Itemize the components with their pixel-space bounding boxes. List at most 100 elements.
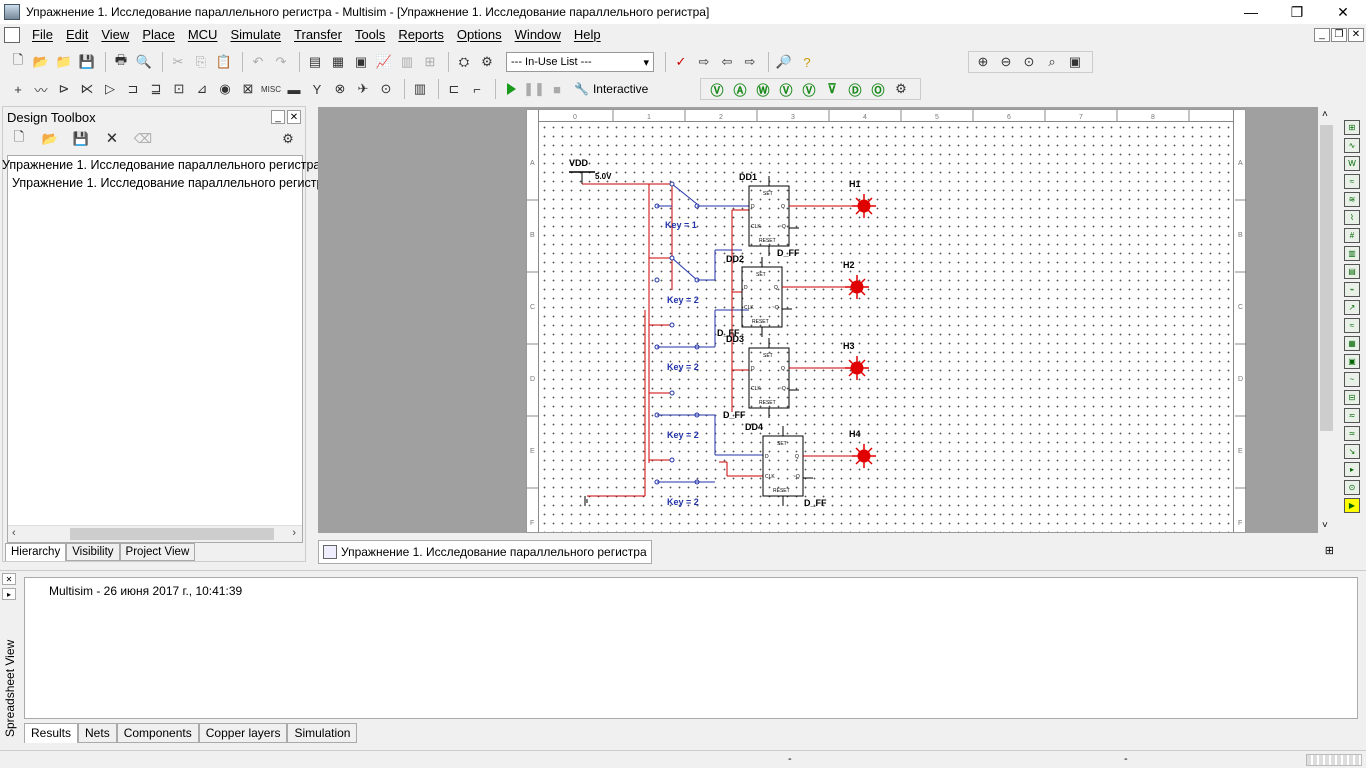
current-probe-icon[interactable]: Ⓐ xyxy=(733,82,747,98)
tab-nets[interactable]: Nets xyxy=(78,723,117,743)
schematic-sheet[interactable]: 0 1 2 3 4 5 6 7 8 A B C D E F A B C D E xyxy=(526,109,1247,533)
ni-components-icon[interactable]: ✈ xyxy=(357,81,369,96)
mixed-icon[interactable]: ⊿ xyxy=(196,81,208,96)
run-icon[interactable] xyxy=(501,79,521,99)
toolbox-minimize-button[interactable]: _ xyxy=(271,110,285,124)
database-manager-icon[interactable]: ▣ xyxy=(354,54,368,69)
tab-copper-layers[interactable]: Copper layers xyxy=(198,723,288,743)
menu-view[interactable]: View xyxy=(101,27,130,42)
erc-check-icon[interactable]: ✓ xyxy=(675,54,687,69)
document-icon[interactable] xyxy=(4,27,20,43)
current-clamp-icon[interactable]: ⊙ xyxy=(1344,480,1360,495)
tree-item-sheet[interactable]: Упражнение 1. Исследование параллельного… xyxy=(12,176,324,190)
digital-probe-icon[interactable]: Ⓓ xyxy=(848,82,862,98)
tab-visibility[interactable]: Visibility xyxy=(66,543,120,561)
redo-icon[interactable]: ↷ xyxy=(275,54,287,69)
spectrum-analyzer-icon[interactable]: ▦ xyxy=(1344,336,1360,351)
full-screen-icon[interactable]: ▣ xyxy=(1068,54,1082,69)
paste-icon[interactable]: 📋 xyxy=(215,54,233,69)
agilent-multimeter-icon[interactable]: ⊟ xyxy=(1344,390,1360,405)
ttl-icon[interactable]: ⊐ xyxy=(127,81,139,96)
schematic-workspace[interactable]: 0 1 2 3 4 5 6 7 8 A B C D E F A B C D E xyxy=(318,107,1318,533)
menu-simulate[interactable]: Simulate xyxy=(230,27,282,42)
zoom-out-icon[interactable]: ⊖ xyxy=(1000,54,1012,69)
menu-tools[interactable]: Tools xyxy=(354,27,386,42)
power-probe-icon[interactable]: Ⓦ xyxy=(756,82,770,98)
save-icon[interactable]: 💾 xyxy=(78,54,96,69)
four-channel-oscilloscope-icon[interactable]: ≋ xyxy=(1344,192,1360,207)
analog-icon[interactable]: ▷ xyxy=(105,81,115,96)
tab-simulation[interactable]: Simulation xyxy=(287,723,358,743)
find-icon[interactable]: 🔎 xyxy=(775,54,793,69)
zoom-in-icon[interactable]: ⊕ xyxy=(977,54,989,69)
tab-project-view[interactable]: Project View xyxy=(119,543,196,561)
menu-transfer[interactable]: Transfer xyxy=(294,27,342,42)
close-button[interactable]: ✕ xyxy=(1337,3,1349,20)
logic-converter-icon[interactable]: ▤ xyxy=(1344,264,1360,279)
rf-icon[interactable]: Y xyxy=(312,81,322,97)
tab-schematic[interactable]: Упражнение 1. Исследование параллельного… xyxy=(318,540,652,564)
minimize-button[interactable]: — xyxy=(1244,4,1258,20)
toggle-toolbox-icon[interactable]: ▤ xyxy=(308,54,322,69)
properties-icon[interactable]: ⚙ xyxy=(282,131,294,146)
diode-icon[interactable]: ⊳ xyxy=(58,81,70,96)
menu-window[interactable]: Window xyxy=(514,27,561,42)
logic-analyzer-icon[interactable]: ⌁ xyxy=(1344,282,1360,297)
voltage-probe-icon[interactable]: Ⓥ xyxy=(710,82,724,98)
workspace-vertical-scrollbar[interactable]: ˄ ˅ xyxy=(1318,107,1335,533)
new-sheet-icon[interactable]: 🗋 xyxy=(13,129,25,144)
electromechanical-icon[interactable]: ⊗ xyxy=(334,81,346,96)
scroll-thumb[interactable] xyxy=(70,528,274,540)
menu-help[interactable]: Help xyxy=(573,27,601,42)
transfer-to-ultiboard-icon[interactable]: ⇨ xyxy=(698,54,710,69)
scroll-left-icon[interactable]: ‹ xyxy=(12,527,16,539)
cut-icon[interactable]: ✂ xyxy=(172,54,184,69)
undo-icon[interactable]: ↶ xyxy=(252,54,264,69)
erc-icon[interactable]: ⊞ xyxy=(424,54,436,69)
multimeter-icon[interactable]: ⊞ xyxy=(1344,120,1360,135)
wattmeter-icon[interactable]: W xyxy=(1344,156,1360,171)
scroll-right-icon[interactable]: › xyxy=(292,527,296,539)
postprocessor-icon[interactable]: ▥ xyxy=(400,54,414,69)
mdi-restore-button[interactable]: ❐ xyxy=(1331,28,1347,42)
forward-annotate-icon[interactable]: ⇨ xyxy=(744,54,756,69)
reference-probe-icon[interactable]: ⊽ xyxy=(827,81,837,96)
bode-plotter-icon[interactable]: ⌇ xyxy=(1344,210,1360,225)
oscilloscope-icon[interactable]: ≈ xyxy=(1344,174,1360,189)
tree-horizontal-scrollbar[interactable]: ‹ › xyxy=(8,525,302,542)
menu-edit[interactable]: Edit xyxy=(65,27,89,42)
save-design-icon[interactable]: 💾 xyxy=(72,131,90,146)
measurement-probe-icon[interactable]: ↘ xyxy=(1344,444,1360,459)
cmos-icon[interactable]: ⊒ xyxy=(150,81,162,96)
agilent-oscilloscope-icon[interactable]: ≂ xyxy=(1344,408,1360,423)
mcu-icon[interactable]: ▥ xyxy=(413,81,427,96)
print-icon[interactable]: 🖶 xyxy=(114,52,128,67)
new-file-icon[interactable]: 🗋 xyxy=(12,52,24,67)
differential-probe-icon[interactable]: Ⓥ xyxy=(779,82,793,98)
grapher-icon[interactable]: 📈 xyxy=(375,54,393,69)
scroll-up-icon[interactable]: ˄ xyxy=(1322,109,1328,120)
open-design-icon[interactable]: 📂 xyxy=(41,131,59,146)
menu-options[interactable]: Options xyxy=(456,27,502,42)
workspace-scroll-thumb[interactable] xyxy=(1320,125,1333,431)
maximize-button[interactable]: ❐ xyxy=(1290,3,1304,20)
peripherals-icon[interactable]: ▬ xyxy=(287,81,301,97)
elvis-instrument-icon[interactable]: ▶ xyxy=(1344,498,1360,513)
settings-icon[interactable]: ⚙ xyxy=(895,81,907,96)
transistor-icon[interactable]: ⋉ xyxy=(80,81,94,96)
zoom-area-icon[interactable]: ⊙ xyxy=(1023,54,1035,69)
agilent-generator-icon[interactable]: ~ xyxy=(1344,372,1360,387)
indicator-icon[interactable]: ◉ xyxy=(219,81,231,96)
labview-instrument-icon[interactable]: ▸ xyxy=(1344,462,1360,477)
menu-file[interactable]: File xyxy=(32,27,53,42)
menu-place[interactable]: Place xyxy=(142,27,175,42)
frequency-counter-icon[interactable]: # xyxy=(1344,228,1360,243)
toolbox-close-button[interactable]: ✕ xyxy=(287,110,301,124)
backannotate-icon[interactable]: ⇦ xyxy=(721,54,733,69)
help-icon[interactable]: ? xyxy=(803,54,811,70)
menu-mcu[interactable]: MCU xyxy=(187,27,218,42)
open-folder-icon[interactable]: 📂 xyxy=(32,54,50,69)
tektronix-oscilloscope-icon[interactable]: ≃ xyxy=(1344,426,1360,441)
power-icon[interactable]: ⊠ xyxy=(242,81,254,96)
tab-results[interactable]: Results xyxy=(24,723,79,743)
